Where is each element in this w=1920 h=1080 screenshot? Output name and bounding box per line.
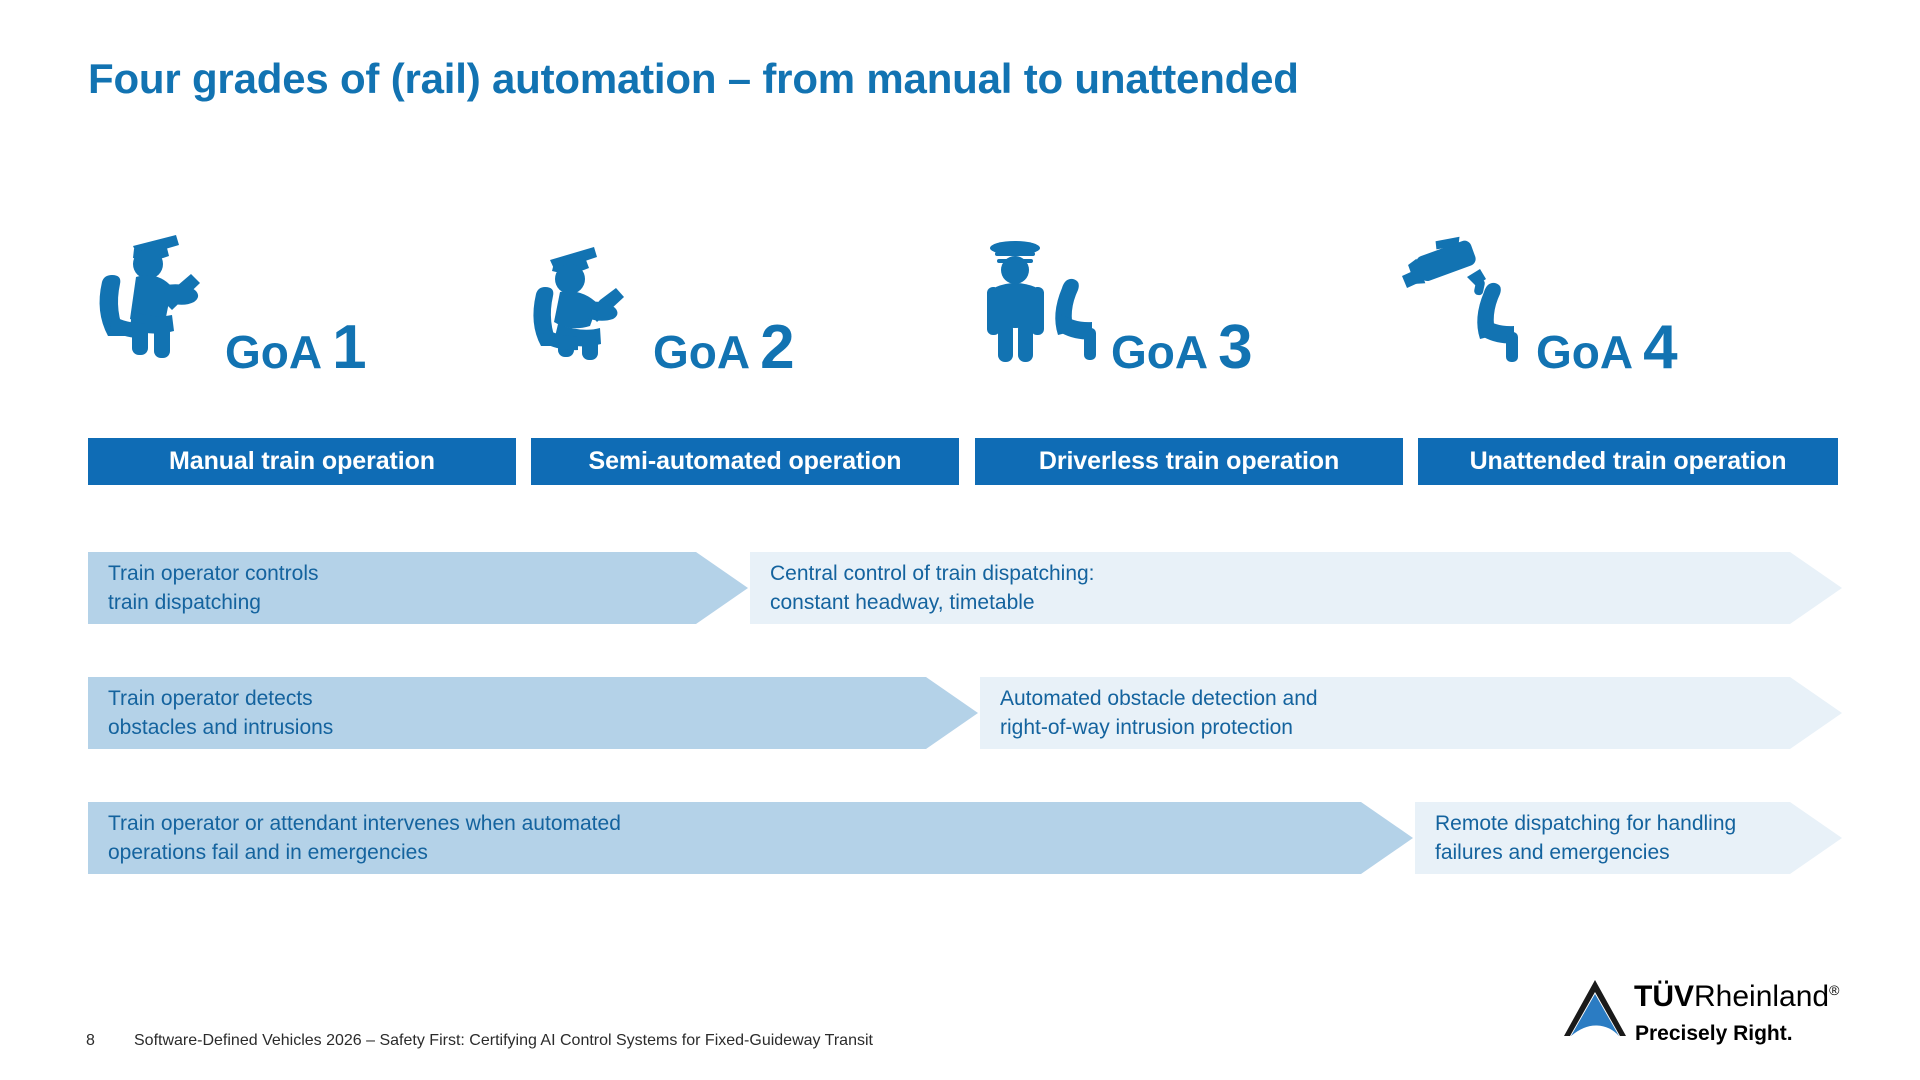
footer-title: Software-Defined Vehicles 2026 – Safety … [134, 1032, 873, 1049]
cctv-camera-with-empty-seat-icon [1398, 230, 1524, 367]
header-bar-goa1[interactable]: Manual train operation [88, 438, 516, 485]
goa-number-1: 1 [332, 313, 367, 382]
header-bar-goa2[interactable]: Semi-automated operation [531, 438, 959, 485]
row-2-right-text: Automated obstacle detection and right-o… [1000, 687, 1318, 739]
goa-number-2: 2 [760, 313, 795, 382]
goa-number-4: 4 [1643, 313, 1678, 382]
header-bar-goa4-label: Unattended train operation [1469, 447, 1787, 475]
tuv-rheinland-logo: TÜVRheinland® Precisely Right. [1562, 978, 1862, 1056]
page-title: Four grades of (rail) automation – from … [88, 55, 1299, 102]
logo-tagline: Precisely Right. [1635, 1022, 1793, 1045]
row-1-right-arrow: Central control of train dispatching: co… [750, 552, 1842, 624]
header-bar-goa2-label: Semi-automated operation [588, 447, 902, 475]
logo-wordmark: TÜVRheinland® [1634, 980, 1839, 1014]
page-number: 8 [86, 1032, 95, 1049]
row-1-right-text: Central control of train dispatching: co… [770, 562, 1095, 614]
row-2-left-arrow: Train operator detects obstacles and int… [88, 677, 978, 749]
logo-registered-mark: ® [1829, 982, 1840, 998]
row-2-left-text: Train operator detects obstacles and int… [108, 687, 334, 739]
row-3-right-arrow: Remote dispatching for handling failures… [1415, 802, 1842, 874]
goa-text-2: GoA [653, 326, 751, 378]
row-3-right-text: Remote dispatching for handling failures… [1435, 812, 1737, 864]
standing-attendant-with-empty-seat-icon [978, 230, 1102, 367]
row-1-left-text: Train operator controls train dispatchin… [108, 562, 319, 614]
goa-number-3: 3 [1218, 313, 1253, 382]
row-3-left-arrow: Train operator or attendant intervenes w… [88, 802, 1413, 874]
header-bar-goa3-label: Driverless train operation [1038, 447, 1340, 475]
goa-text-4: GoA [1536, 326, 1634, 378]
logo-brand-bold: TÜV [1634, 980, 1694, 1013]
goa-text-3: GoA [1111, 326, 1209, 378]
seated-train-operator-reclined-icon [528, 232, 638, 367]
header-bar-goa1-label: Manual train operation [169, 447, 435, 475]
row-2-right-arrow: Automated obstacle detection and right-o… [980, 677, 1842, 749]
row-1-left-arrow: Train operator controls train dispatchin… [88, 552, 748, 624]
header-bar-goa4[interactable]: Unattended train operation [1418, 438, 1838, 485]
goa-text-1: GoA [225, 326, 323, 378]
logo-brand-rest: Rheinland [1694, 980, 1830, 1013]
row-3-left-text: Train operator or attendant intervenes w… [108, 812, 621, 864]
seated-train-operator-leaning-forward-icon [88, 227, 206, 367]
tuv-triangle-icon [1564, 980, 1626, 1036]
header-bar-goa3[interactable]: Driverless train operation [975, 438, 1403, 485]
